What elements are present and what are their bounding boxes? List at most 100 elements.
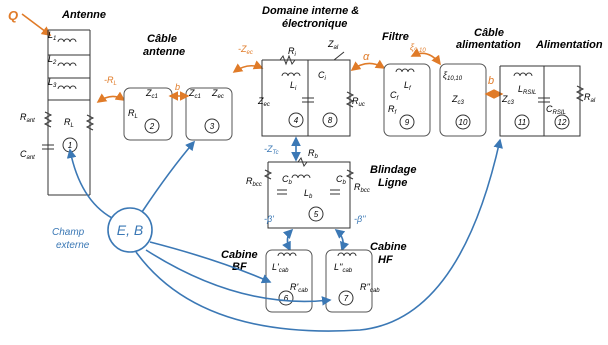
sym-Ral: Ral bbox=[584, 92, 596, 104]
sym-Ci: Ci bbox=[318, 70, 327, 82]
sym-Zc3: Zc3 bbox=[451, 94, 465, 106]
mesh-1: 1 bbox=[68, 141, 72, 150]
mesh-12: 12 bbox=[558, 118, 567, 127]
label-champ: Champ bbox=[52, 227, 85, 238]
mesh-loop-7 bbox=[338, 290, 354, 306]
sym-Cb2: Cb bbox=[336, 174, 347, 186]
sym-Cf: Cf bbox=[390, 90, 400, 102]
mesh-3: 3 bbox=[210, 122, 215, 131]
filtre-box bbox=[383, 63, 431, 137]
heading-blindage-1: Blindage bbox=[370, 164, 416, 176]
sym-Ruc: Ruc bbox=[352, 96, 365, 108]
heading-cabine-bf-1: Cabine bbox=[221, 249, 258, 261]
heading-antenne: Antenne bbox=[61, 9, 106, 21]
mesh-7: 7 bbox=[344, 294, 349, 303]
sym-alpha: α bbox=[363, 51, 370, 63]
heading-cable-alim-1: Câble bbox=[474, 27, 504, 39]
mesh-9: 9 bbox=[405, 118, 410, 127]
heading-cable-antenne-2: antenne bbox=[143, 46, 185, 58]
mesh-11: 11 bbox=[518, 118, 526, 127]
sym-Rbcc2: Rbcc bbox=[354, 182, 370, 194]
cabine-hf-coil bbox=[337, 252, 357, 257]
field-to-cable bbox=[141, 140, 196, 213]
sym-Li: Li bbox=[290, 80, 297, 92]
sym-Lf: Lf bbox=[404, 80, 412, 92]
sym-Zc3b: Zc3 bbox=[501, 94, 515, 106]
mesh-2: 2 bbox=[149, 122, 155, 131]
coupling-xi910 bbox=[410, 48, 441, 66]
field-to-cabine-bf bbox=[149, 241, 272, 284]
sym-L3: L3 bbox=[48, 77, 57, 89]
heading-domaine-1: Domaine interne & bbox=[262, 5, 359, 17]
field-to-cabine-hf bbox=[145, 249, 332, 306]
sym-negbeta1: -β' bbox=[264, 214, 274, 224]
mesh-loop-11 bbox=[514, 114, 530, 130]
sym-Zc1b: Zc1 bbox=[188, 88, 201, 100]
mesh-loop-9 bbox=[399, 114, 415, 130]
sym-Zec2: Zec bbox=[257, 96, 270, 108]
sym-Rcab1: R'cab bbox=[290, 282, 309, 294]
field-source-label: E, B bbox=[117, 222, 143, 238]
cabine-bf-box bbox=[265, 249, 313, 313]
cabine-bf-coil bbox=[277, 252, 297, 257]
label-Q: Q bbox=[8, 8, 18, 23]
coupling-beta2 bbox=[334, 228, 350, 252]
heading-cabine-hf-2: HF bbox=[378, 254, 393, 266]
cable-antenne-box-1 bbox=[123, 87, 173, 141]
mesh-4: 4 bbox=[294, 116, 299, 125]
sym-L2: L2 bbox=[48, 54, 57, 66]
coupling-cable-domaine bbox=[232, 60, 264, 73]
sym-Rant: Rant bbox=[20, 112, 35, 124]
sym-CRSIL: CRSIL bbox=[546, 104, 566, 116]
heading-domaine-2: électronique bbox=[282, 18, 347, 30]
heading-alimentation: Alimentation bbox=[535, 39, 603, 51]
sym-Rb: Rb bbox=[308, 148, 319, 160]
mesh-loop-12 bbox=[554, 114, 570, 130]
mesh-loop-6 bbox=[278, 290, 294, 306]
domaine-circuit bbox=[261, 51, 355, 137]
sym-Lcab2: L''cab bbox=[334, 262, 353, 274]
sym-Zc1a: Zc1 bbox=[145, 88, 158, 100]
sym-Zal: Zal bbox=[327, 39, 339, 51]
sym-b2: b bbox=[488, 75, 494, 87]
sym-Rf: Rf bbox=[388, 104, 398, 116]
field-to-antenne bbox=[66, 148, 113, 219]
cable-antenne-box-2 bbox=[185, 87, 233, 141]
sym-b1: b bbox=[175, 82, 180, 92]
mesh-10: 10 bbox=[459, 118, 468, 127]
sym-Ri: Ri bbox=[288, 46, 297, 58]
coupling-beta1 bbox=[282, 228, 294, 252]
cable-alim-box bbox=[439, 63, 487, 137]
sym-L1: L1 bbox=[48, 30, 56, 42]
heading-cabine-bf-2: BF bbox=[232, 261, 247, 273]
sym-Cb1: Cb bbox=[282, 174, 293, 186]
sym-negbeta2: -β'' bbox=[354, 214, 366, 224]
mesh-6: 6 bbox=[284, 294, 289, 303]
sym-negRL: -RL bbox=[104, 75, 117, 87]
mesh-5: 5 bbox=[314, 210, 319, 219]
mesh-8: 8 bbox=[328, 116, 333, 125]
mesh-loop-3 bbox=[204, 118, 220, 134]
mesh-loop-10 bbox=[455, 114, 471, 130]
coupling-alpha bbox=[350, 59, 386, 71]
alimentation-circuit bbox=[499, 65, 585, 137]
antenne-circuit bbox=[42, 29, 95, 196]
sym-Cant: Cant bbox=[20, 149, 35, 161]
mesh-loop-4 bbox=[288, 112, 304, 128]
arrow-Q bbox=[21, 13, 52, 36]
field-source-circle bbox=[107, 207, 153, 253]
sym-negZec: -Zec bbox=[238, 44, 253, 56]
sym-LRSIL: LRSIL bbox=[518, 84, 536, 96]
sym-RL: RL bbox=[64, 117, 74, 129]
mesh-loop-8 bbox=[322, 112, 338, 128]
heading-cable-antenne-1: Câble bbox=[147, 33, 177, 45]
sym-Rcab2: R''cab bbox=[360, 282, 380, 294]
filtre-coil bbox=[395, 68, 415, 73]
blindage-circuit bbox=[263, 156, 355, 229]
heading-filtre: Filtre bbox=[382, 31, 409, 43]
field-to-alimentation bbox=[135, 138, 503, 332]
sym-negZTc: -ZTc bbox=[264, 144, 279, 156]
sym-Lb: Lb bbox=[304, 188, 313, 200]
sym-Lcab1: L'cab bbox=[272, 262, 289, 274]
